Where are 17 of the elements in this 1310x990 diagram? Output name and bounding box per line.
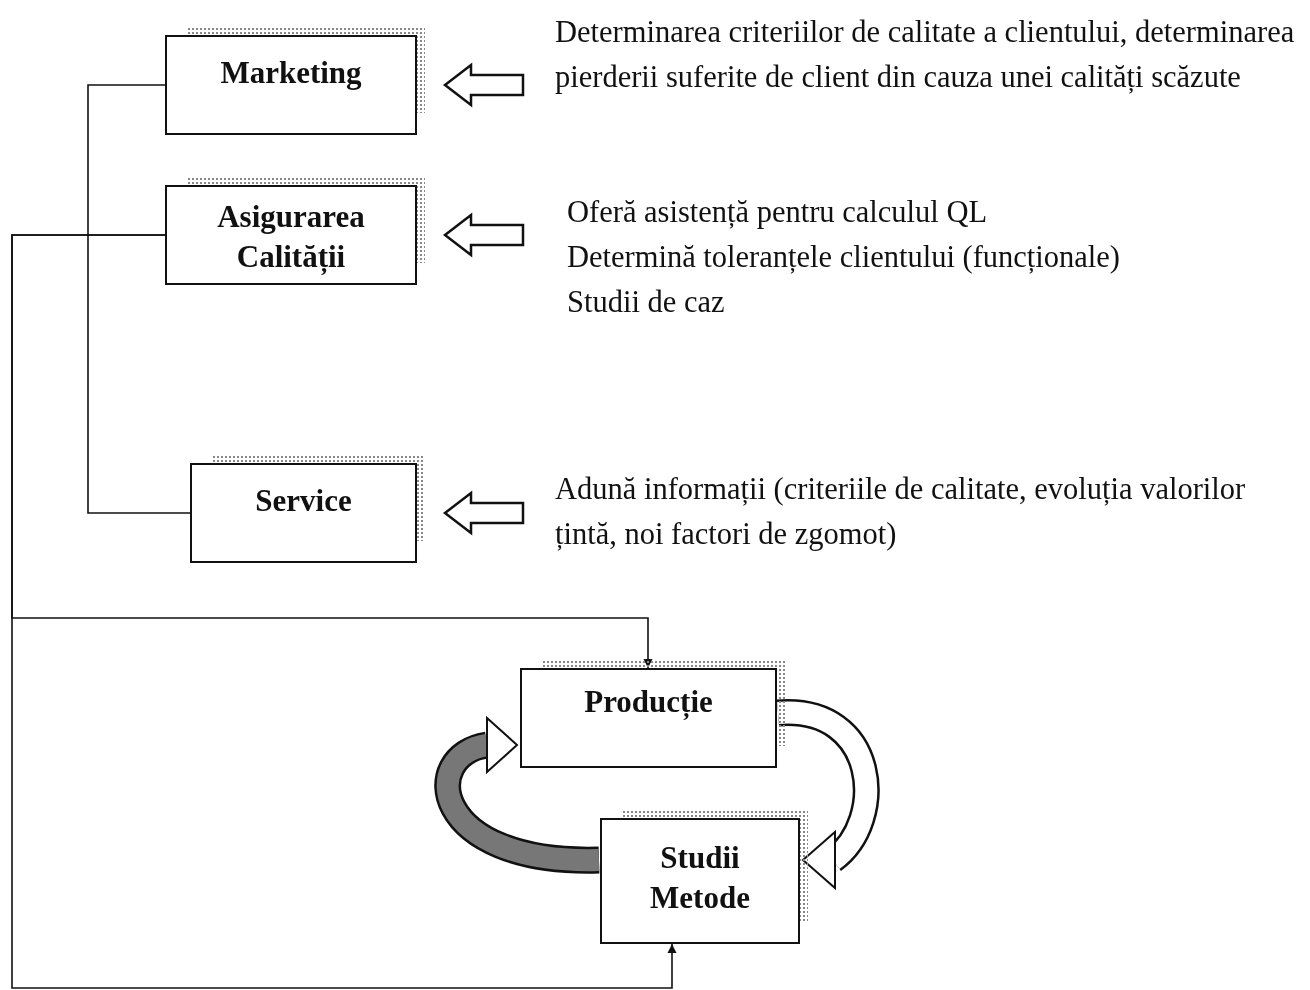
block-arrow (442, 212, 525, 258)
connector-line (11, 234, 677, 989)
block-arrow (442, 490, 525, 536)
connector-line (87, 84, 191, 514)
description-text: Determinarea criteriilor de calitate a clientului, determinarea pierderii suferite de client din cauza unei calități scăzute (555, 14, 1296, 96)
description-text: Oferă asistență pentru calculul QL (567, 194, 989, 231)
description-text: Studii de caz (567, 284, 726, 321)
box-label: Producție (584, 683, 713, 722)
curved-arrow (777, 699, 880, 891)
box-label: Asigurarea Calității (216, 198, 366, 277)
block-arrow (442, 62, 525, 108)
box-label: Service (255, 482, 352, 520)
box-label: Studii Metode (649, 839, 751, 917)
curved-arrow (434, 715, 600, 874)
description-text: Determină toleranțele clientului (funcționale) (567, 239, 1121, 276)
description-text: Adună informații (criteriile de calitate, evoluția valorilor țintă, noi factori de zgomot) (555, 471, 1247, 553)
box-label: Marketing (220, 54, 362, 92)
